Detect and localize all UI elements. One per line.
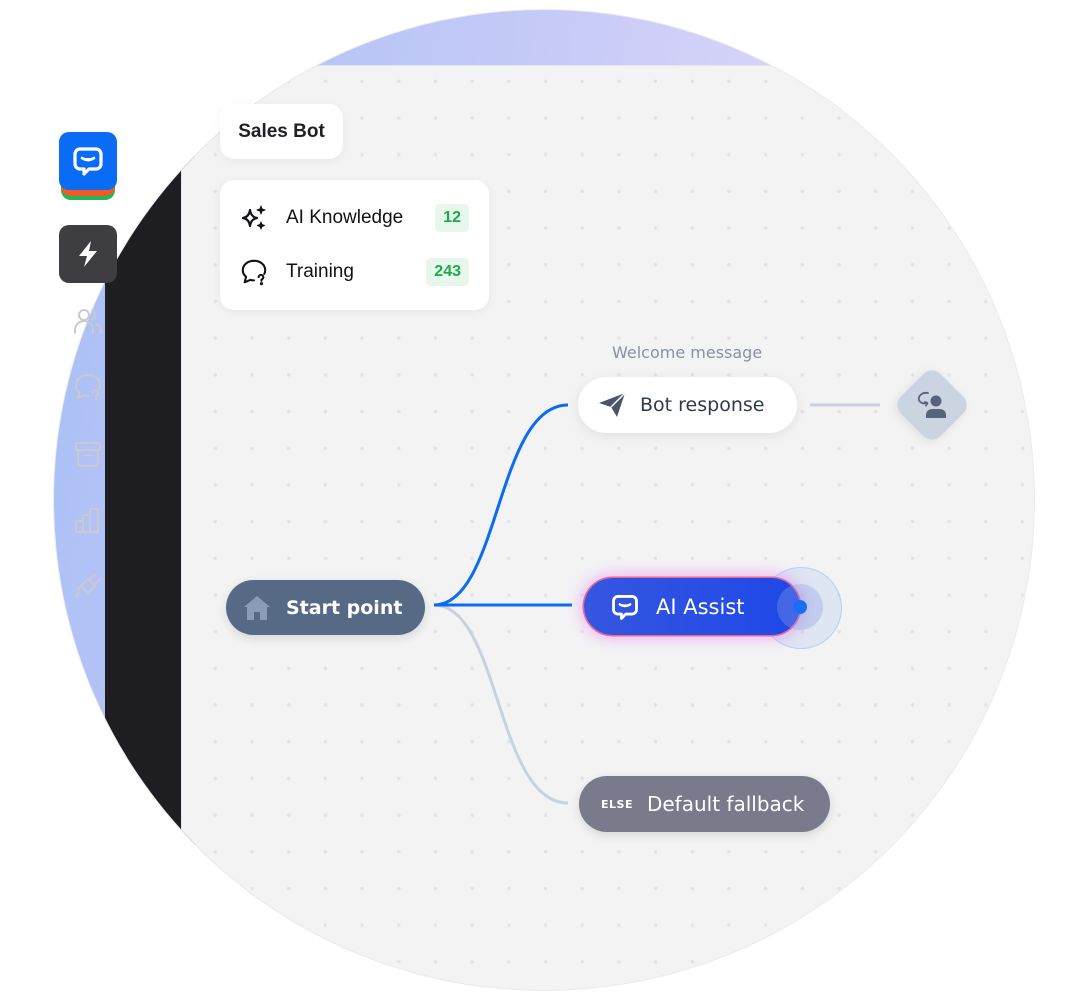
- bot-title: Sales Bot: [238, 120, 325, 142]
- bar-chart-icon: [73, 505, 103, 535]
- output-connector-handle[interactable]: [793, 600, 807, 614]
- stat-count-badge: 243: [426, 258, 469, 286]
- node-label: Bot response: [640, 394, 765, 416]
- sidebar-item-customers[interactable]: [59, 292, 117, 350]
- stat-ai-knowledge[interactable]: AI Knowledge 12: [240, 202, 469, 234]
- send-icon: [598, 392, 626, 418]
- archive-icon: [73, 439, 103, 469]
- sidebar-item-automation[interactable]: [59, 225, 117, 283]
- sidebar: [105, 133, 195, 990]
- stat-count-badge: 12: [435, 204, 469, 232]
- sidebar-item-archive[interactable]: [59, 425, 117, 483]
- app-logo[interactable]: [59, 132, 117, 200]
- sidebar-item-training[interactable]: [59, 358, 117, 416]
- plug-icon: [73, 571, 103, 601]
- node-label: Default fallback: [646, 792, 805, 816]
- else-tag: ELSE: [601, 797, 633, 811]
- home-icon: [242, 594, 272, 622]
- transfer-to-agent-icon: [911, 384, 953, 426]
- chat-question-icon: [73, 372, 103, 402]
- bot-stats-card: AI Knowledge 12 Training 243: [220, 180, 489, 310]
- stat-label: AI Knowledge: [286, 207, 404, 228]
- stat-label: Training: [286, 261, 354, 282]
- bot-title-card[interactable]: Sales Bot: [220, 104, 343, 159]
- sidebar-item-integrations[interactable]: [59, 557, 117, 615]
- background-circle: [54, 10, 1034, 990]
- chat-logo-icon: [59, 132, 117, 190]
- node-label: AI Assist: [656, 594, 745, 619]
- lightning-icon: [75, 239, 101, 269]
- welcome-message-caption: Welcome message: [612, 343, 763, 362]
- chat-logo-icon: [610, 592, 640, 622]
- sidebar-item-reports[interactable]: [59, 491, 117, 549]
- bot-response-node[interactable]: Bot response: [578, 377, 797, 433]
- sparkles-icon: [240, 204, 268, 232]
- start-point-node[interactable]: Start point: [226, 580, 425, 635]
- default-fallback-node[interactable]: ELSE Default fallback: [579, 776, 830, 832]
- users-icon: [73, 306, 103, 336]
- node-label: Start point: [286, 596, 403, 619]
- chat-question-icon: [240, 258, 268, 286]
- ai-assist-node[interactable]: AI Assist: [584, 578, 800, 635]
- stat-training[interactable]: Training 243: [240, 256, 469, 288]
